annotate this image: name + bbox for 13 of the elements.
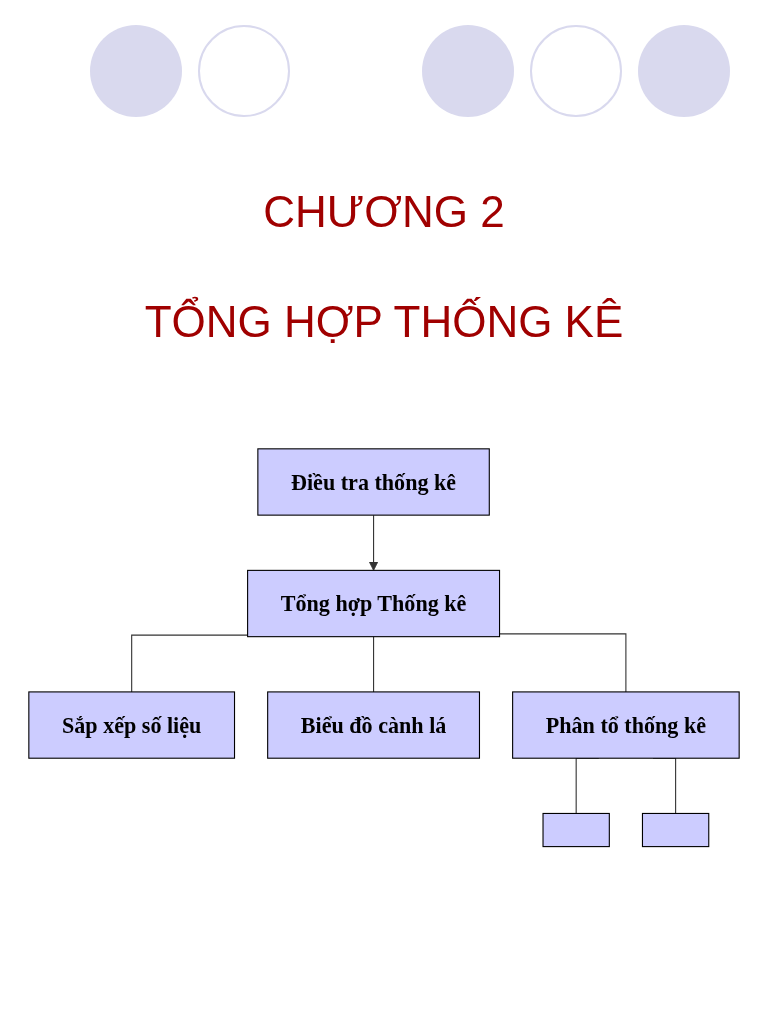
node-box: Điều tra thống kê [257, 448, 490, 516]
title: CHƯƠNG 2 [262, 187, 506, 237]
connector [131, 634, 249, 693]
node-box: Sắp xếp số liệu [28, 691, 236, 759]
node-box [641, 812, 710, 848]
node-box: Phân tổ thống kê [512, 691, 740, 759]
connector [373, 636, 375, 693]
node-box [542, 812, 610, 848]
node-box: Biểu đồ cành lá [267, 691, 481, 759]
arrow [368, 514, 379, 571]
subtitle: TỔNG HỢP THỐNG KÊ [143, 297, 625, 347]
node-box: Tổng hợp Thống kê [247, 569, 501, 638]
connector [499, 633, 627, 693]
